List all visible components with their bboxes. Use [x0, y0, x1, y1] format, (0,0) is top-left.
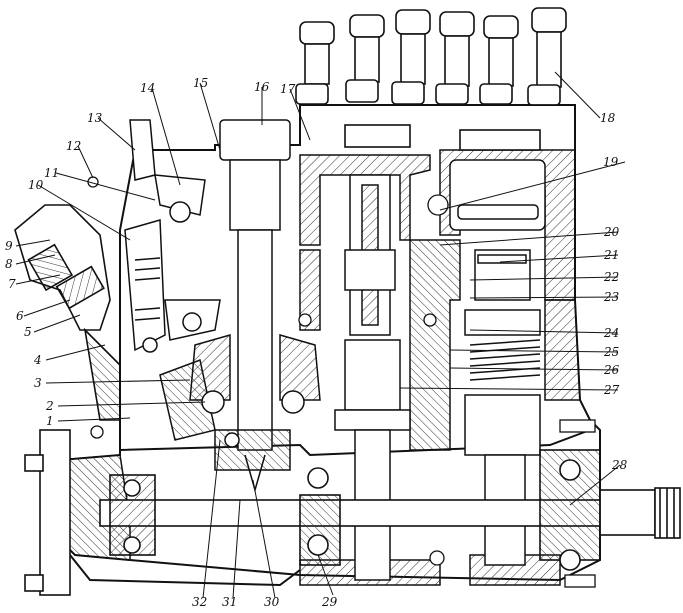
callout-21: 21: [603, 248, 619, 262]
callout-3: 3: [34, 376, 42, 390]
delivery-fittings: [295, 7, 575, 151]
fitting-3: [391, 9, 431, 105]
callout-4: 4: [33, 353, 42, 367]
control-linkage: [124, 119, 221, 353]
callout-32: 32: [192, 595, 207, 609]
callout-23: 23: [603, 290, 620, 304]
callout-28: 28: [611, 458, 628, 472]
callout-15: 15: [193, 76, 208, 90]
fitting-1: [295, 21, 335, 105]
callout-29: 29: [321, 595, 338, 609]
callout-7: 7: [8, 277, 16, 291]
callout-9: 9: [5, 239, 13, 253]
callout-11: 11: [44, 166, 59, 180]
callout-5: 5: [24, 325, 32, 339]
callout-27: 27: [603, 383, 620, 397]
fitting-2: [345, 14, 385, 103]
drive-flange: [24, 429, 156, 596]
callout-18: 18: [600, 111, 616, 125]
callout-20: 20: [603, 225, 620, 239]
bolts: [87, 176, 596, 588]
callout-19: 19: [603, 155, 619, 169]
throttle-lever: [14, 204, 121, 421]
callout-14: 14: [140, 81, 155, 95]
fitting-4: [435, 11, 475, 105]
callout-13: 13: [87, 111, 103, 125]
callout-16: 16: [254, 80, 270, 94]
callout-labels: 1 2 3 4 5 6 7 8 9 10 11 12 13 14 15 16 1…: [5, 76, 628, 609]
fitting-6: [527, 7, 567, 106]
callout-1: 1: [46, 414, 54, 428]
fitting-5: [479, 15, 519, 105]
callout-17: 17: [280, 82, 296, 96]
callout-10: 10: [28, 178, 44, 192]
callout-2: 2: [45, 399, 54, 413]
callout-24: 24: [603, 326, 619, 340]
callout-12: 12: [66, 139, 81, 153]
callout-8: 8: [5, 257, 13, 271]
callout-26: 26: [603, 363, 620, 377]
callout-6: 6: [16, 309, 24, 323]
callout-22: 22: [603, 270, 619, 284]
callout-31: 31: [222, 595, 237, 609]
callout-30: 30: [264, 595, 280, 609]
callout-25: 25: [603, 345, 619, 359]
governor-assembly: [189, 119, 321, 493]
leader-lines: [15, 71, 626, 599]
